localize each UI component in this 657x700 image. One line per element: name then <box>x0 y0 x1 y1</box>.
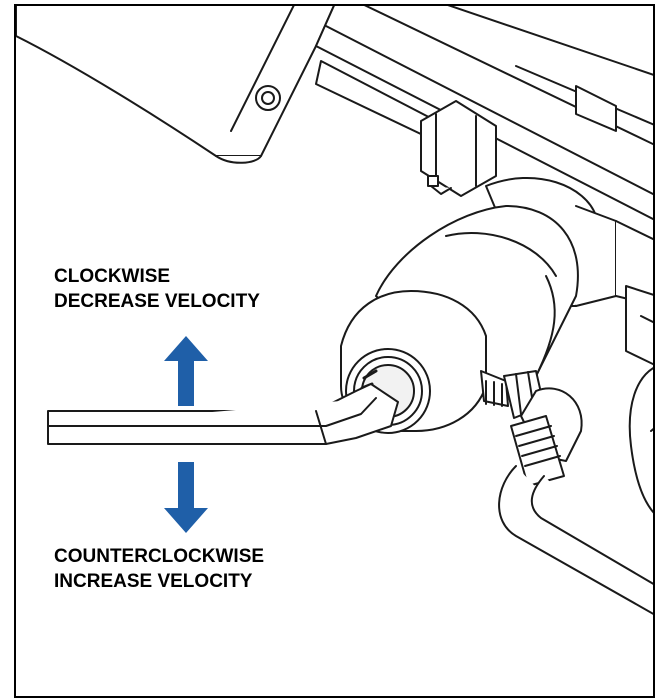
upper-hex-fitting <box>420 100 497 197</box>
clockwise-direction-text: CLOCKWISE <box>54 266 171 287</box>
counterclockwise-label: COUNTERCLOCKWISE INCREASE VELOCITY <box>54 544 264 594</box>
counterclockwise-direction-text: COUNTERCLOCKWISE <box>54 546 265 567</box>
hex-key-wrench <box>47 383 399 445</box>
clockwise-label: CLOCKWISE DECREASE VELOCITY <box>54 264 260 314</box>
arrow-up-icon <box>164 336 208 406</box>
tube <box>498 465 653 615</box>
side-fitting <box>480 370 545 419</box>
increase-velocity-text: INCREASE VELOCITY <box>54 571 253 592</box>
elbow-fitting <box>510 387 583 487</box>
arm-housing <box>16 6 335 164</box>
arrow-down-icon <box>164 462 208 533</box>
valve-cylinder <box>375 205 579 398</box>
main-body <box>315 6 653 221</box>
decrease-velocity-text: DECREASE VELOCITY <box>54 291 260 312</box>
right-component <box>628 367 653 514</box>
valve-assembly-drawing <box>16 6 653 615</box>
diagram-frame: CLOCKWISE DECREASE VELOCITY COUNTERCLOCK… <box>14 4 655 698</box>
